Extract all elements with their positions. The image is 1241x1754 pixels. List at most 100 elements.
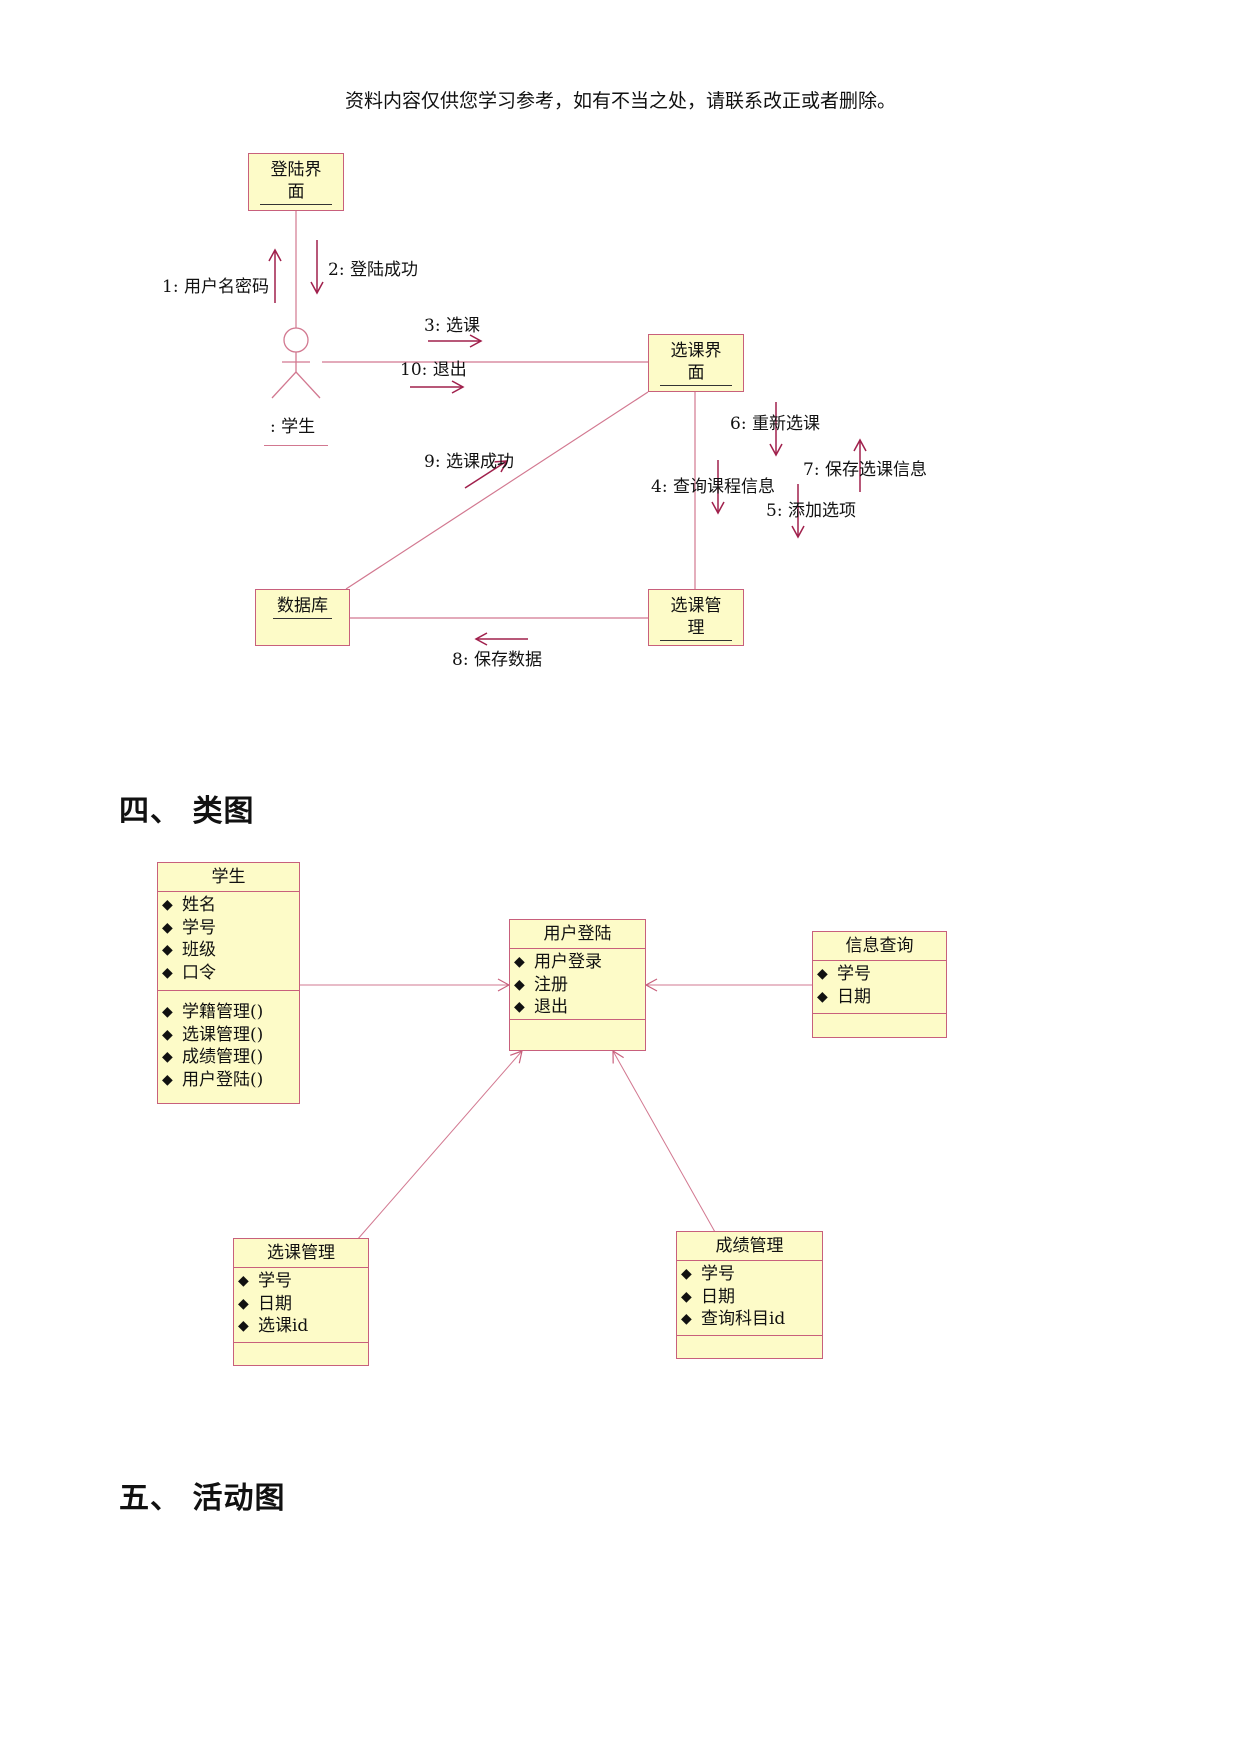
- attribute-icon: ◆: [238, 1295, 249, 1312]
- section-class-diagram: 四、 类图: [119, 794, 255, 829]
- class-info: 信息查询 ◆ 学号 ◆ 日期: [812, 931, 947, 1038]
- message-m9: 9: 选课成功: [424, 452, 514, 472]
- attribute-icon: ◆: [681, 1266, 692, 1282]
- message-m2: 2: 登陆成功: [328, 260, 418, 280]
- attribute-icon: ◆: [514, 999, 525, 1015]
- operation-icon: ◆: [162, 1049, 173, 1065]
- attribute-icon: ◆: [238, 1273, 249, 1289]
- actor-underline: [264, 445, 328, 446]
- message-m7: 7: 保存选课信息: [803, 460, 927, 480]
- class-course-attributes: ◆学号 ◆ 日期 ◆ 选课id: [234, 1268, 368, 1343]
- operation-row: ◆ 选课管理(): [162, 1024, 299, 1047]
- object-login-ui-label: 登陆界面: [260, 159, 332, 205]
- operation-icon: ◆: [162, 1004, 173, 1020]
- actor-student-icon: [271, 327, 321, 399]
- section-activity-diagram: 五、 活动图: [119, 1481, 286, 1516]
- class-student-operations: ◆ 学籍管理() ◆ 选课管理() ◆ 成绩管理() ◆用户登陆(): [158, 991, 299, 1097]
- class-student-name: 学生: [158, 863, 299, 892]
- class-course-operations: [234, 1343, 368, 1351]
- message-m1: 1: 用户名密码: [162, 277, 269, 297]
- class-login-name: 用户登陆: [510, 920, 645, 949]
- object-database: 数据库: [255, 589, 350, 646]
- attribute-label: 姓名: [182, 895, 216, 915]
- link-course-ui-database: [345, 391, 649, 590]
- object-course-ui-label: 选课界面: [660, 340, 732, 386]
- object-course-mgr: 选课管理: [648, 589, 744, 646]
- attribute-label: 选课id: [258, 1316, 309, 1336]
- attribute-row: ◆学号: [238, 1270, 368, 1293]
- class-info-operations: [813, 1014, 946, 1022]
- attribute-icon: ◆: [817, 988, 828, 1005]
- attribute-label: 学号: [701, 1264, 735, 1284]
- actor-student-label: : 学生: [270, 417, 316, 437]
- attribute-icon: ◆: [514, 976, 525, 993]
- attribute-label: 日期: [837, 986, 871, 1007]
- attribute-row: ◆ 学号: [681, 1263, 822, 1286]
- attribute-icon: ◆: [514, 954, 525, 970]
- attribute-icon: ◆: [162, 919, 173, 936]
- class-course-name: 选课管理: [234, 1239, 368, 1268]
- attribute-row: ◆ 日期: [681, 1286, 822, 1309]
- class-grade-operations: [677, 1336, 822, 1344]
- attribute-row: ◆查询科目id: [681, 1308, 822, 1331]
- class-grade-name: 成绩管理: [677, 1232, 822, 1261]
- attribute-icon: ◆: [162, 897, 173, 913]
- attribute-icon: ◆: [238, 1318, 249, 1334]
- attribute-row: ◆ 口令: [162, 962, 299, 985]
- object-login-ui: 登陆界面: [248, 153, 344, 211]
- operation-label: 学籍管理(): [182, 1002, 264, 1022]
- attribute-row: ◆ 注册: [514, 974, 645, 997]
- operation-label: 选课管理(): [182, 1024, 264, 1045]
- attribute-label: 学号: [182, 917, 216, 938]
- operation-label: 成绩管理(): [182, 1047, 264, 1067]
- object-database-label: 数据库: [273, 595, 332, 619]
- assoc-course-login: [356, 1050, 523, 1241]
- attribute-label: 班级: [182, 940, 216, 960]
- attribute-label: 口令: [182, 962, 216, 983]
- object-course-mgr-label: 选课管理: [660, 595, 732, 641]
- attribute-row: ◆ 日期: [817, 986, 946, 1009]
- attribute-row: ◆ 选课id: [238, 1315, 368, 1338]
- page-header: 资料内容仅供您学习参考，如有不当之处，请联系改正或者删除。: [344, 90, 896, 112]
- attribute-label: 学号: [837, 964, 871, 984]
- attribute-row: ◆ 学号: [162, 917, 299, 940]
- operation-icon: ◆: [162, 1026, 173, 1043]
- attribute-icon: ◆: [817, 966, 828, 982]
- message-m4: 4: 查询课程信息: [651, 477, 775, 497]
- attribute-label: 注册: [534, 974, 568, 995]
- class-student-attributes: ◆ 姓名 ◆ 学号 ◆ 班级 ◆ 口令: [158, 892, 299, 991]
- attribute-row: ◆ 姓名: [162, 894, 299, 917]
- class-info-name: 信息查询: [813, 932, 946, 961]
- operation-row: ◆ 学籍管理(): [162, 1001, 299, 1024]
- class-student: 学生 ◆ 姓名 ◆ 学号 ◆ 班级 ◆ 口令 ◆ 学籍管理() ◆ 选课管理() ◆ 成绩管理…: [157, 862, 300, 1104]
- object-course-ui: 选课界面: [648, 334, 744, 392]
- attribute-label: 查询科目id: [701, 1309, 786, 1329]
- attribute-icon: ◆: [162, 942, 173, 958]
- class-login-attributes: ◆ 用户登录 ◆ 注册 ◆ 退出: [510, 949, 645, 1020]
- assoc-grade-login: [612, 1049, 716, 1233]
- operation-row: ◆用户登陆(): [162, 1069, 299, 1092]
- arrow-m9: [464, 460, 509, 489]
- attribute-row: ◆ 用户登录: [514, 951, 645, 974]
- attribute-row: ◆ 学号: [817, 963, 946, 986]
- attribute-row: ◆ 日期: [238, 1293, 368, 1316]
- attribute-label: 日期: [258, 1293, 292, 1314]
- class-login: 用户登陆 ◆ 用户登录 ◆ 注册 ◆ 退出: [509, 919, 646, 1051]
- class-grade-attributes: ◆ 学号 ◆ 日期 ◆查询科目id: [677, 1261, 822, 1336]
- attribute-label: 用户登录: [534, 952, 602, 972]
- class-course: 选课管理 ◆学号 ◆ 日期 ◆ 选课id: [233, 1238, 369, 1366]
- message-m6: 6: 重新选课: [730, 414, 820, 434]
- class-login-operations: [510, 1020, 645, 1028]
- attribute-label: 日期: [701, 1286, 735, 1307]
- message-m5: 5: 添加选项: [766, 501, 856, 521]
- attribute-icon: ◆: [681, 1288, 692, 1305]
- attribute-icon: ◆: [162, 964, 173, 981]
- operation-row: ◆ 成绩管理(): [162, 1046, 299, 1069]
- message-m10: 10: 退出: [400, 360, 467, 380]
- attribute-row: ◆ 退出: [514, 996, 645, 1019]
- message-m8: 8: 保存数据: [452, 650, 542, 670]
- class-grade: 成绩管理 ◆ 学号 ◆ 日期 ◆查询科目id: [676, 1231, 823, 1359]
- operation-label: 用户登陆(): [182, 1069, 264, 1090]
- attribute-label: 退出: [534, 997, 568, 1017]
- attribute-row: ◆ 班级: [162, 939, 299, 962]
